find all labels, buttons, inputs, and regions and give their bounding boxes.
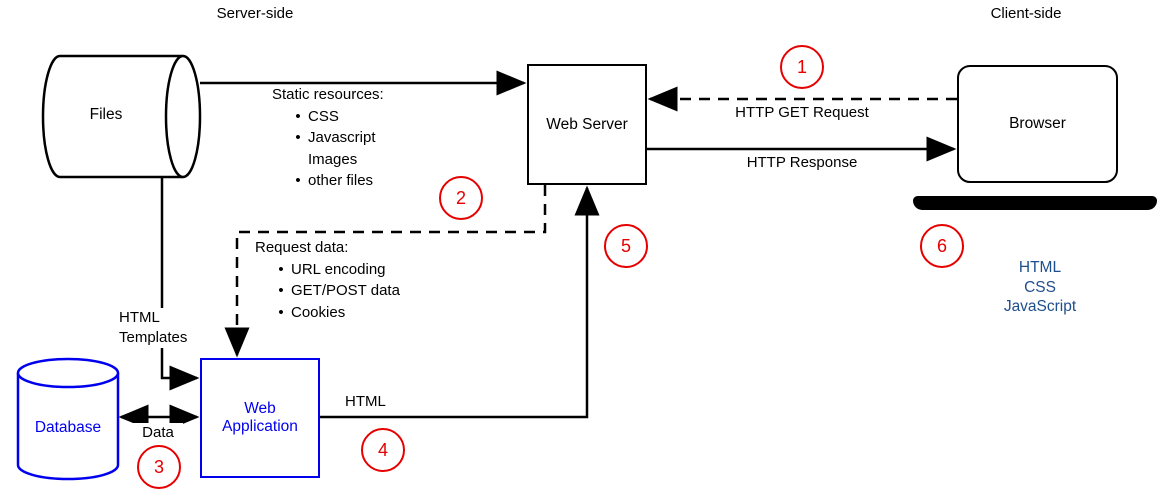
static-resources-item-text: Images xyxy=(308,150,358,168)
step-number: 2 xyxy=(455,187,466,208)
step-marker-6: 6 xyxy=(920,224,964,268)
request-data-item: • Cookies xyxy=(271,302,400,324)
files-cylinder-shape xyxy=(41,54,202,179)
request-data-item-text: URL encoding xyxy=(291,260,386,278)
step-marker-2: 2 xyxy=(439,176,483,220)
request-data-item-text: GET/POST data xyxy=(291,282,400,299)
step-marker-4: 4 xyxy=(361,428,405,472)
static-resources-item-text: CSS xyxy=(308,107,339,125)
bullet-icon: • xyxy=(278,303,284,321)
files-node-label: Files xyxy=(89,106,123,123)
bullet-icon: • xyxy=(295,107,301,125)
client-tech-note: HTML CSS JavaScript xyxy=(985,258,1095,317)
database-cylinder-shape xyxy=(16,357,120,481)
data-label: Data xyxy=(133,423,183,443)
laptop-base-shape xyxy=(913,196,1157,210)
static-resources-item: • CSS xyxy=(288,106,384,128)
step-number: 6 xyxy=(936,235,947,256)
bullet-icon: • xyxy=(278,282,284,299)
step-number: 3 xyxy=(153,456,164,477)
request-data-note: Request data: • URL encoding • GET/POST … xyxy=(255,237,400,323)
static-resources-item-text: Javascript xyxy=(308,129,376,146)
database-node-label: Database xyxy=(34,419,102,436)
html-edge-label: HTML xyxy=(345,393,386,410)
request-data-title: Request data: xyxy=(255,239,349,256)
static-resources-title: Static resources: xyxy=(272,86,384,103)
step-marker-3: 3 xyxy=(137,445,181,489)
step-marker-5: 5 xyxy=(604,224,648,268)
web-application-label: Web Application xyxy=(222,400,298,435)
http-get-request-label: HTTP GET Request xyxy=(735,104,869,121)
step-number: 1 xyxy=(796,56,807,77)
request-data-item: • GET/POST data xyxy=(271,280,400,302)
request-data-item-text: Cookies xyxy=(291,303,346,321)
static-resources-item: • Javascript xyxy=(288,127,384,149)
bullet-icon xyxy=(288,149,308,171)
client-tech-css: CSS xyxy=(1024,278,1056,296)
http-response-label: HTTP Response xyxy=(746,154,858,171)
client-tech-html: HTML xyxy=(1018,259,1062,276)
html-templates-label: HTML Templates xyxy=(119,308,205,348)
web-server-label: Web Server xyxy=(546,115,628,133)
static-resources-item: • other files xyxy=(288,170,384,192)
edge-html-to-webserver xyxy=(320,185,600,419)
web-server-node: Web Server xyxy=(527,64,647,185)
static-resources-note: Static resources: • CSS • Javascript Ima… xyxy=(272,84,384,192)
static-resources-item: Images xyxy=(288,149,384,171)
static-resources-item-text: other files xyxy=(308,172,374,189)
client-side-title: Client-side xyxy=(990,5,1062,22)
edge-request-data xyxy=(224,185,547,358)
browser-node: Browser xyxy=(957,65,1118,183)
web-application-node: Web Application xyxy=(200,358,320,478)
browser-label: Browser xyxy=(1009,115,1066,132)
bullet-icon: • xyxy=(278,260,284,278)
step-marker-1: 1 xyxy=(780,45,824,89)
request-data-item: • URL encoding xyxy=(271,259,400,281)
bullet-icon: • xyxy=(295,172,301,189)
edge-html-templates xyxy=(160,177,200,391)
server-side-title: Server-side xyxy=(216,5,294,22)
bullet-icon: • xyxy=(295,129,301,146)
client-tech-javascript: JavaScript xyxy=(1003,298,1077,315)
step-number: 4 xyxy=(377,439,388,460)
step-number: 5 xyxy=(620,235,631,256)
